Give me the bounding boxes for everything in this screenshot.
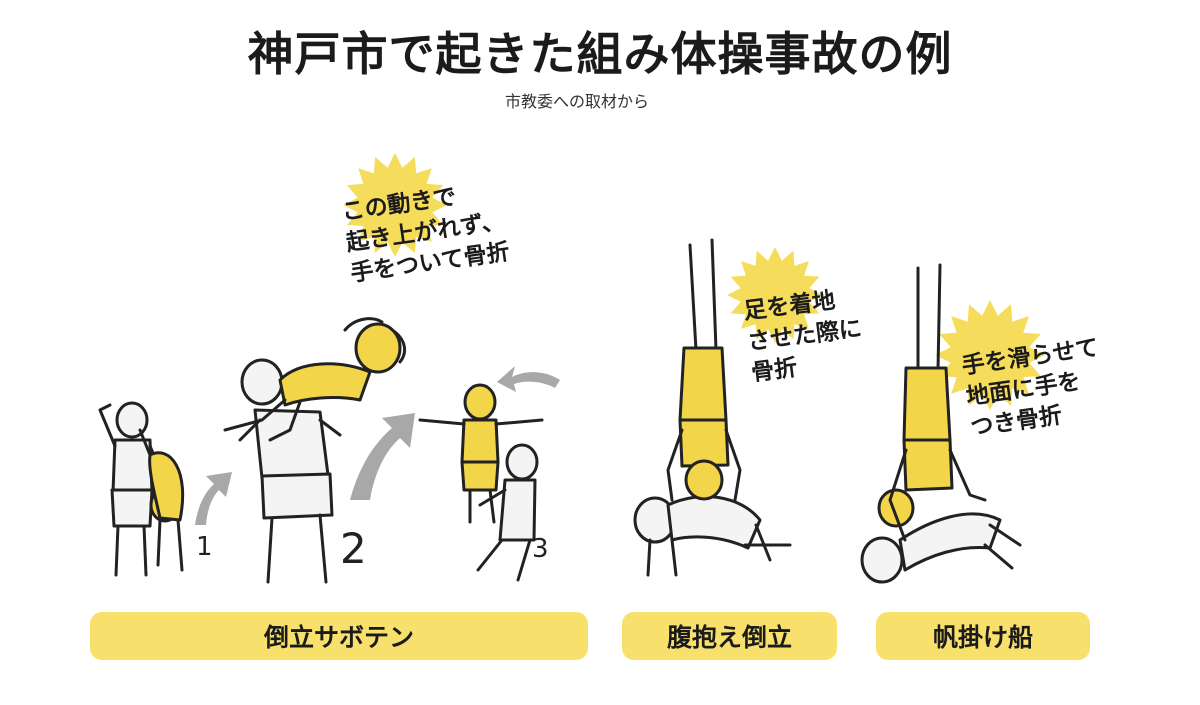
- arrow-icon: [350, 413, 415, 500]
- figure-top-step3: [418, 383, 544, 524]
- figure-base-step2: [238, 358, 342, 584]
- page-title: 神戸市で起きた組み体操事故の例: [247, 27, 953, 81]
- step-number: 3: [532, 534, 549, 564]
- label-pill-hara-kakae: 腹抱え倒立: [622, 612, 837, 660]
- arrow-icon: [195, 472, 232, 525]
- label-pill-hokake-bune: 帆掛け船: [876, 612, 1090, 660]
- starburst-icon: [727, 247, 823, 343]
- figure-base-handstand-1: [633, 495, 792, 577]
- step-number: 2: [340, 524, 367, 573]
- starburst-icon: [343, 153, 447, 257]
- figure-base-step3: [476, 443, 539, 582]
- figure-base-step1: [98, 401, 162, 577]
- figure-base-handstand-2: [860, 512, 1022, 584]
- starburst-icon: [935, 300, 1045, 410]
- source-note: 市教委への取材から: [505, 92, 650, 111]
- caption-injury-3: 手を滑らせて 地面に手を つき骨折: [960, 334, 1101, 442]
- figure-handstand-2: [877, 263, 987, 542]
- label-pill-saboten: 倒立サボテン: [90, 612, 588, 660]
- figure-top-step2: [223, 317, 407, 442]
- figure-handstand-1: [666, 238, 742, 502]
- figure-climber-step1: [138, 428, 185, 572]
- step-number: 1: [196, 532, 213, 562]
- arrow-icon: [497, 366, 560, 392]
- caption-injury-2: 足を着地 させた際に 骨折: [742, 287, 864, 387]
